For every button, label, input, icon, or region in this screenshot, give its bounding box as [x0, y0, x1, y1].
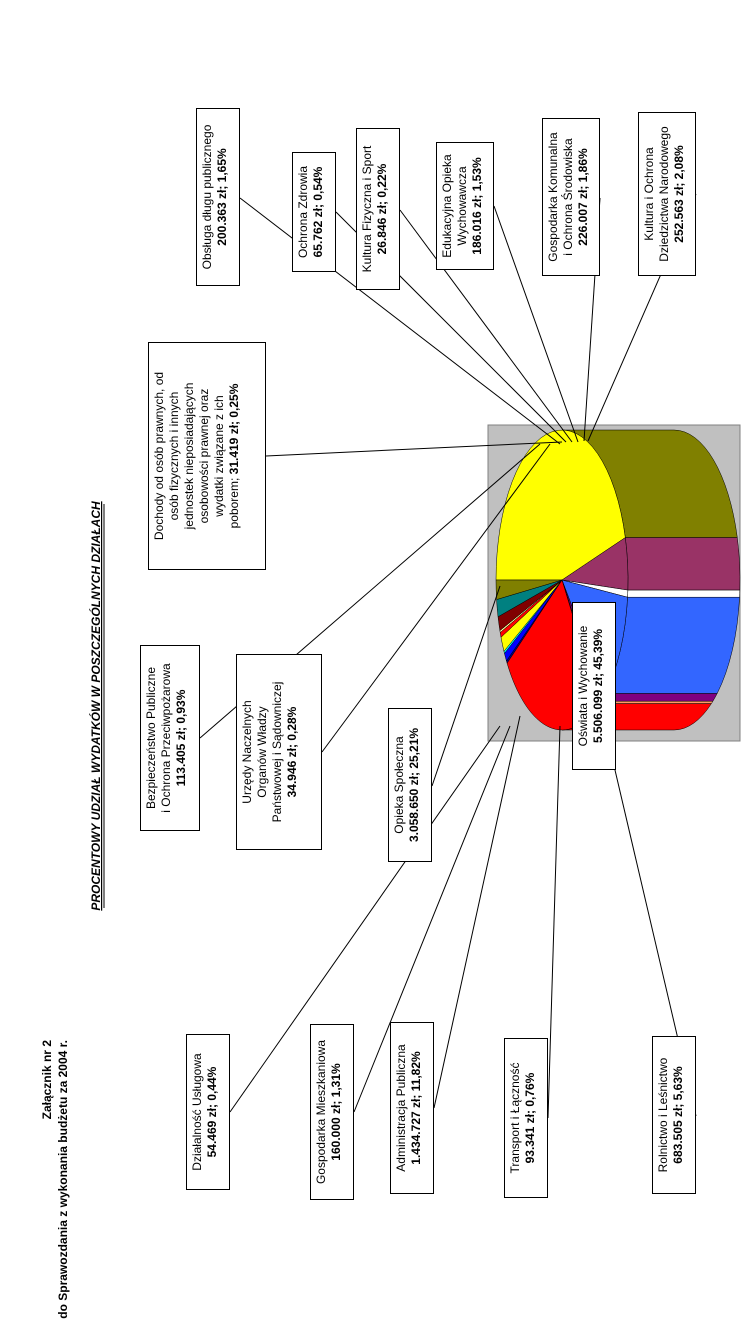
label-urzedy-name1: Urzędy Naczelnych: [240, 700, 254, 804]
document-page: Załącznik nr 2 do Sprawozdania z wykonan…: [40, 108, 741, 1319]
leader-line: [229, 725, 501, 1113]
label-uslugowa-value: 54.469 zł; 0,44%: [205, 1066, 219, 1158]
label-kultura-name2: Dziedzictwa Narodowego: [657, 126, 671, 262]
label-bezpieczenstwo: Bezpieczeństwo Publiczne i Ochrona Przec…: [140, 645, 200, 831]
label-zdrowie: Ochrona Zdrowia 65.762 zł; 0,54%: [292, 152, 336, 272]
pie-side-wall: [625, 537, 741, 591]
label-komunalna-name2: i Ochrona Środowiska: [561, 138, 575, 256]
leader-line: [353, 725, 511, 1113]
leader-line: [321, 443, 551, 753]
pie-chart: PROCENTOWY UDZIAŁ WYDATKÓW W POSZCZEGÓLN…: [88, 193, 741, 1119]
leader-line: [433, 715, 521, 1109]
label-dochody-name4: osobowości prawnej oraz: [197, 388, 211, 524]
label-opieka-name: Opieka Społeczna: [392, 736, 406, 834]
label-kultura-value: 252.563 zł; 2,08%: [672, 145, 686, 243]
label-transport: Transport i Łączność 93.341 zł; 0,76%: [504, 1038, 548, 1198]
label-rolnictwo-value: 683.505 zł; 5,63%: [671, 1066, 685, 1164]
label-zdrowie-value: 65.762 zł; 0,54%: [311, 166, 325, 258]
label-urzedy-name3: Państwowej i Sądowniczej: [270, 681, 284, 823]
leader-line: [431, 585, 501, 787]
label-uslugowa: Działalność Usługowa 54.469 zł; 0,44%: [186, 1034, 230, 1190]
label-opieka-value: 3.058.650 zł; 25,21%: [407, 727, 421, 843]
label-dochody-name3: jednostek nieposiadających: [182, 382, 196, 530]
label-komunalna-value: 226.007 zł; 1,86%: [576, 148, 590, 246]
leader-line: [239, 197, 561, 445]
label-komunalna: Gospodarka Komunalna i Ochrona Środowisk…: [542, 118, 600, 276]
label-edukacyjna: Edukacyjna Opieka Wychowawcza 186.016 zł…: [436, 142, 494, 270]
label-dochody-name6: poborem;: [227, 477, 241, 529]
label-obsluga-value: 200.363 zł; 1,65%: [215, 148, 229, 246]
landscape-canvas: Załącznik nr 2 do Sprawozdania z wykonan…: [40, 108, 741, 1319]
label-dochody-name2: osób fizycznych i innych: [167, 391, 181, 521]
label-transport-name: Transport i Łączność: [508, 1062, 522, 1174]
label-oswiata-name: Oświata i Wychowanie: [576, 625, 590, 747]
label-oswiata-value: 5.506.099 zł; 45,39%: [591, 628, 605, 744]
pie-side-wall: [598, 700, 714, 704]
chart-title: PROCENTOWY UDZIAŁ WYDATKÓW W POSZCZEGÓLN…: [88, 501, 103, 911]
label-administracja-value: 1.434.727 zł; 11,82%: [409, 1051, 423, 1165]
label-dochody-value: 31.419 zł; 0,25%: [227, 383, 241, 475]
label-bezpieczenstwo-name1: Bezpieczeństwo Publiczne: [144, 666, 158, 810]
label-urzedy: Urzędy Naczelnych Organów Władzy Państwo…: [236, 654, 322, 850]
label-edukacyjna-name1: Edukacyjna Opieka: [440, 154, 454, 258]
pie-side-wall: [627, 589, 741, 598]
label-opieka: Opieka Społeczna 3.058.650 zł; 25,21%: [388, 708, 432, 862]
leader-line: [265, 441, 563, 457]
label-obsluga: Obsługa długu publicznego 200.363 zł; 1,…: [196, 108, 240, 286]
label-mieszkaniowa: Gospodarka Mieszkaniowa 160.000 zł; 1,31…: [310, 1024, 354, 1200]
label-oswiata: Oświata i Wychowanie 5.506.099 zł; 45,39…: [572, 602, 616, 770]
label-administracja-name: Administracja Publiczna: [394, 1044, 408, 1172]
label-bezpieczenstwo-value: 113.405 zł; 0,93%: [174, 689, 188, 787]
label-dochody-name1: Dochody od osób prawnych, od: [152, 371, 166, 541]
label-mieszkaniowa-value: 160.000 zł; 1,31%: [329, 1063, 343, 1161]
pie-side-wall: [600, 693, 718, 702]
label-kultura: Kultura i Ochrona Dziedzictwa Narodowego…: [638, 112, 696, 276]
label-urzedy-value: 34.946 zł; 0,28%: [285, 706, 299, 798]
leader-line: [493, 205, 579, 443]
label-kultura-name1: Kultura i Ochrona: [642, 147, 656, 241]
label-sport: Kultura Fizyczna i Sport 26.846 zł; 0,22…: [356, 128, 400, 290]
label-administracja: Administracja Publiczna 1.434.727 zł; 11…: [390, 1022, 434, 1194]
label-obsluga-name: Obsługa długu publicznego: [200, 124, 214, 270]
label-edukacyjna-name2: Wychowawcza: [455, 166, 469, 246]
label-sport-value: 26.846 zł; 0,22%: [375, 163, 389, 255]
label-bezpieczenstwo-name2: i Ochrona Przeciwpożarowa: [159, 663, 173, 813]
pie-slice: [495, 429, 626, 581]
label-dochody-name5: wydatki związane z ich: [212, 395, 226, 517]
label-komunalna-name1: Gospodarka Komunalna: [546, 132, 560, 262]
label-mieszkaniowa-name: Gospodarka Mieszkaniowa: [314, 1039, 328, 1185]
label-dochody: Dochody od osób prawnych, od osób fizycz…: [148, 342, 266, 570]
label-edukacyjna-value: 186.016 zł; 1,53%: [470, 157, 484, 255]
leader-line: [399, 209, 573, 443]
label-urzedy-name2: Organów Władzy: [255, 706, 269, 798]
label-rolnictwo-name: Rolnictwo i Leśnictwo: [656, 1057, 670, 1173]
leader-line: [547, 725, 561, 1119]
label-transport-value: 93.341 zł; 0,76%: [523, 1072, 537, 1164]
label-uslugowa-name: Działalność Usługowa: [190, 1053, 204, 1171]
label-rolnictwo: Rolnictwo i Leśnictwo 683.505 zł; 5,63%: [652, 1036, 696, 1194]
label-zdrowie-name: Ochrona Zdrowia: [296, 165, 310, 259]
pie-slice: [495, 579, 563, 600]
label-sport-name: Kultura Fizyczna i Sport: [360, 145, 374, 273]
